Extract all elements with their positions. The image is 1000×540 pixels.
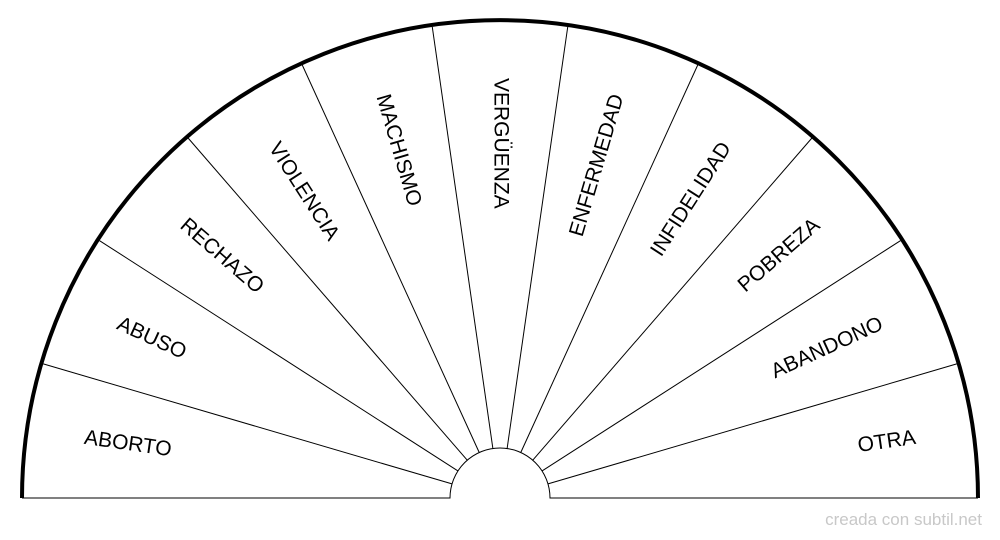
divider-line [506,26,569,449]
chart-outline [20,18,980,499]
base-line [22,447,978,499]
divider-lines [22,26,978,499]
segment-label: ABUSO [114,312,190,363]
segment-label: ABORTO [83,426,173,461]
divider-line [187,137,468,461]
segment-label: POBREZA [733,214,824,297]
divider-line [99,240,459,472]
divider-line [301,64,480,453]
segment-label: ENFERMEDAD [565,92,628,240]
divider-line [541,240,901,472]
divider-line [43,363,453,485]
segment-label: RECHAZO [176,214,269,299]
segment-label: ABANDONO [768,312,887,383]
divider-line [547,363,957,485]
divider-line [532,137,813,461]
credit-text: creada con subtil.net [825,510,982,529]
segment-label: MACHISMO [372,92,427,209]
divider-line [431,26,494,449]
segment-label: VERGÜENZA [489,78,512,209]
segment-label: VIOLENCIA [264,138,344,245]
divider-line [520,64,699,453]
segment-label: OTRA [856,426,917,457]
